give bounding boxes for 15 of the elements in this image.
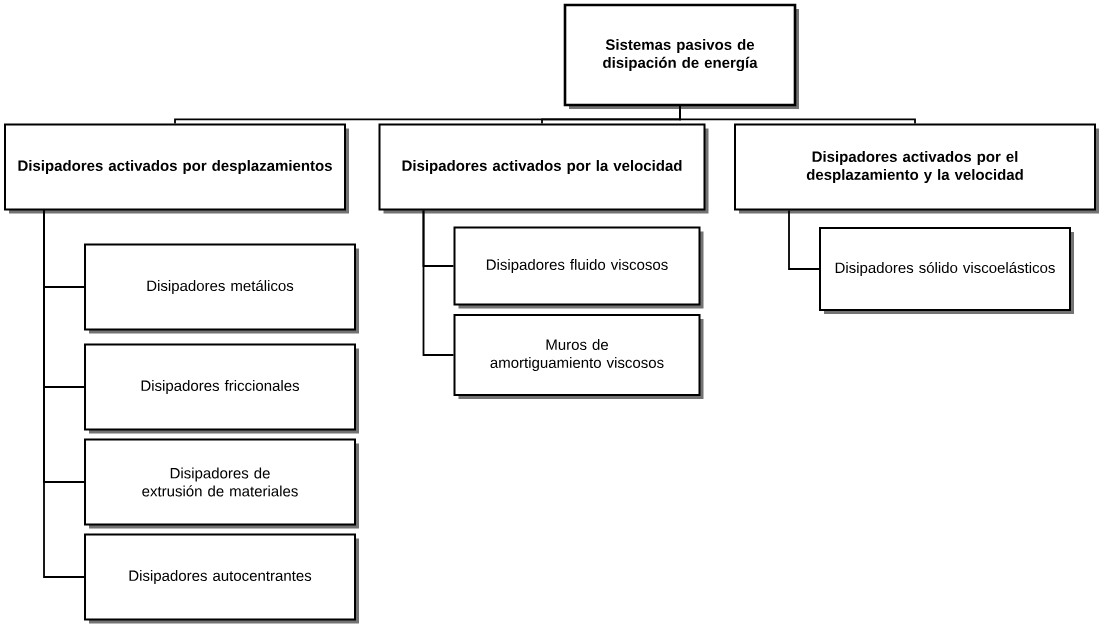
item-box: Disipadores fluido viscosos <box>453 226 704 309</box>
item-box: Disipadores friccionales <box>84 343 359 434</box>
item-box: Disipadores de extrusión de materiales <box>84 438 359 529</box>
title-box: Sistemas pasivos de disipación de energía <box>563 3 799 109</box>
item-box: Muros de amortiguamiento viscosos <box>453 314 704 399</box>
connector-line <box>788 209 820 270</box>
item-box: Disipadores sólido viscoelásticos <box>819 227 1074 314</box>
category-box: Disipadores activados por la velocidad <box>378 123 709 214</box>
connector-line <box>422 209 455 356</box>
item-box: Disipadores metálicos <box>84 243 359 334</box>
category-box: Disipadores activados por el desplazamiento y la velocidad <box>734 123 1099 214</box>
item-box: Disipadores autocentrantes <box>84 533 359 624</box>
category-box: Disipadores activados por desplazamientos <box>4 123 349 214</box>
connector-line <box>43 209 85 578</box>
connector-line <box>679 105 916 125</box>
